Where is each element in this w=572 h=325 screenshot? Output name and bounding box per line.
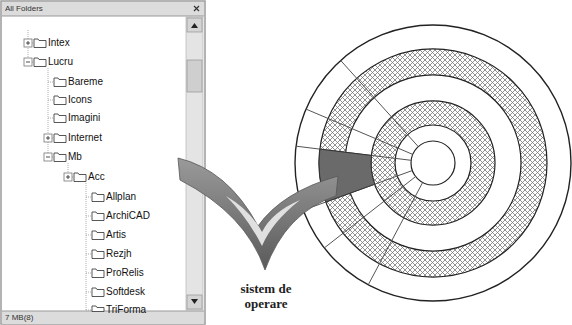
folder-name: Acc [88, 171, 105, 183]
folder-name: Intex [48, 37, 70, 49]
folder-name: Artis [106, 229, 126, 241]
pointer-arrow [178, 158, 338, 270]
folder-name: ArchiCAD [106, 210, 150, 222]
folder-name: Mb [68, 151, 82, 163]
folder-name: Imagini [68, 112, 100, 124]
sector-line [368, 182, 422, 284]
sector-line [341, 60, 419, 146]
folder-name: Icons [68, 94, 92, 106]
folder-name: Internet [68, 132, 102, 144]
folder-name: Allplan [106, 191, 136, 203]
status-text: 7 MB(8) [5, 313, 33, 323]
folder-name: ProRelis [106, 267, 144, 279]
sector-line [306, 109, 413, 154]
folder-name: Bareme [68, 76, 103, 88]
caption-label: sistem de operare [226, 281, 306, 311]
folder-panel [1, 1, 205, 324]
tree-lines [28, 30, 92, 310]
folder-name: Softdesk [106, 286, 145, 298]
folder-name: Rezjh [106, 248, 132, 260]
disk-platter [295, 25, 571, 301]
folder-name: Lucru [48, 56, 73, 68]
folder-icons [34, 39, 104, 312]
panel-title: All Folders [5, 4, 43, 14]
folder-name: TriForma [106, 304, 146, 316]
